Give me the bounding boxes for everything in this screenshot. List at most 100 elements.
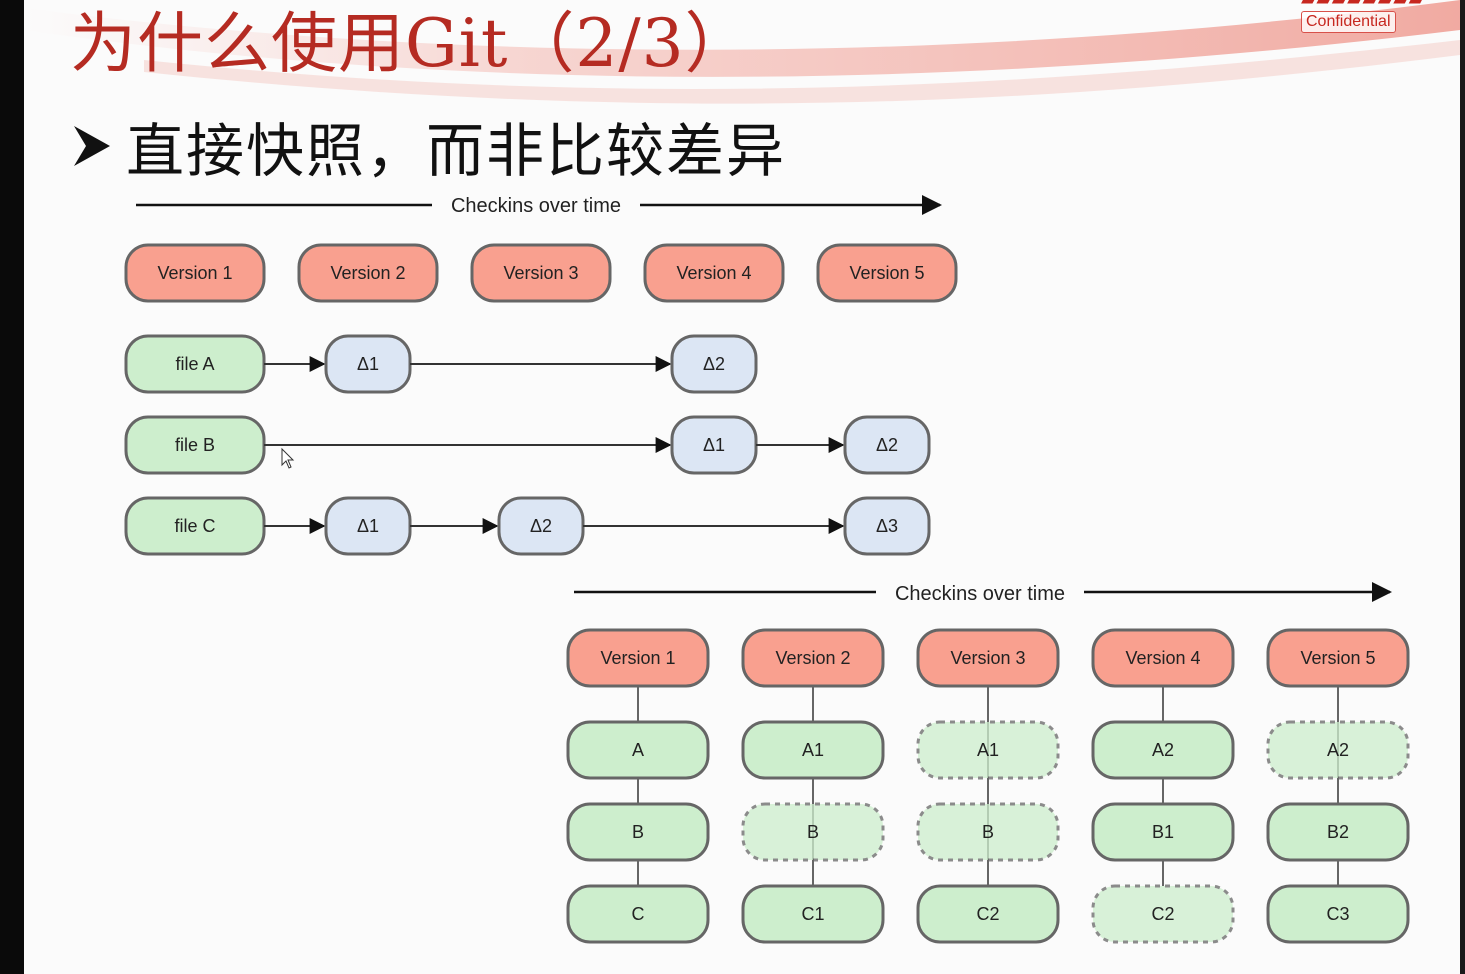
snapshot-file-2-1-shape (741, 720, 885, 780)
arrow-bullet-icon (74, 126, 110, 166)
file-box-2-label: file B (175, 435, 215, 455)
snapshot-version-5-label: Version 5 (1300, 648, 1375, 668)
snapshot-file-2-2: B (741, 802, 885, 862)
delta-diagram: Checkins over time Version 1 Version 2 Ver… (124, 195, 958, 556)
snapshot-version-1-label: Version 1 (600, 648, 675, 668)
snapshot-file-1-3-label: C (632, 904, 645, 924)
snapshot-file-5-3: C3 (1266, 884, 1410, 944)
snapshot-file-1-3: C (566, 884, 710, 944)
snapshot-version-4-shape (1091, 628, 1235, 688)
delta-version-3: Version 3 (470, 243, 612, 303)
snapshot-file-3-1-shape (916, 720, 1060, 780)
timeline-label-2: Checkins over time (895, 583, 1065, 605)
snapshot-file-1-1-label: A (632, 740, 644, 760)
delta-box-2-3: Δ1 (670, 415, 758, 475)
snapshot-version-5-shape (1266, 628, 1410, 688)
right-black-border (1460, 0, 1465, 974)
delta-version-5-shape (816, 243, 958, 303)
mouse-cursor-icon (281, 447, 295, 469)
snapshot-version-3: Version 3 (916, 628, 1060, 688)
delta-version-4-label: Version 4 (676, 263, 751, 283)
delta-version-3-shape (470, 243, 612, 303)
delta-box-3-4-label: Δ3 (876, 516, 898, 536)
snapshot-file-2-2-shape (741, 802, 885, 862)
delta-box-3-1-label: Δ1 (357, 516, 379, 536)
confidential-badge: Confidential (1301, 11, 1396, 33)
snapshot-file-1-1: A (566, 720, 710, 780)
bullet-text: 直接快照，而非比较差异 (126, 117, 787, 185)
left-black-border (0, 0, 24, 974)
snapshot-version-3-shape (916, 628, 1060, 688)
snapshot-version-2-label: Version 2 (775, 648, 850, 668)
snapshot-file-5-3-shape (1266, 884, 1410, 944)
file-box-2: file B (124, 415, 266, 475)
snapshot-file-3-1-label: A1 (977, 740, 999, 760)
file-box-1: file A (124, 334, 266, 394)
delta-version-4-shape (643, 243, 785, 303)
snapshot-file-2-3-label: C1 (801, 904, 824, 924)
snapshot-version-2-shape (741, 628, 885, 688)
snapshot-file-4-1-shape (1091, 720, 1235, 780)
snapshot-file-3-3-shape (916, 884, 1060, 944)
snapshot-version-4-label: Version 4 (1125, 648, 1200, 668)
snapshot-file-3-3: C2 (916, 884, 1060, 944)
snapshot-file-2-3-shape (741, 884, 885, 944)
snapshot-file-3-3-label: C2 (976, 904, 999, 924)
snapshot-version-5: Version 5 (1266, 628, 1410, 688)
snapshot-version-3-label: Version 3 (950, 648, 1025, 668)
snapshot-file-5-1: A2 (1266, 720, 1410, 780)
snapshot-file-1-3-shape (566, 884, 710, 944)
delta-box-1-3-shape (670, 334, 758, 394)
delta-version-1-shape (124, 243, 266, 303)
delta-box-2-4: Δ2 (843, 415, 931, 475)
snapshot-file-1-1-shape (566, 720, 710, 780)
delta-box-1-1-label: Δ1 (357, 354, 379, 374)
delta-box-1-3-label: Δ2 (703, 354, 725, 374)
snapshot-diagram: Checkins over time Version 1 A B C Version 2… (566, 582, 1410, 944)
snapshot-file-4-2-label: B1 (1152, 822, 1174, 842)
delta-box-3-2-label: Δ2 (530, 516, 552, 536)
file-box-3: file C (124, 496, 266, 556)
delta-box-2-4-shape (843, 415, 931, 475)
delta-version-2: Version 2 (297, 243, 439, 303)
timeline-label: Checkins over time (451, 195, 621, 217)
snapshot-file-3-2-shape (916, 802, 1060, 862)
snapshot-version-1: Version 1 (566, 628, 710, 688)
delta-version-2-label: Version 2 (330, 263, 405, 283)
snapshot-file-5-2: B2 (1266, 802, 1410, 862)
file-box-1-label: file A (175, 354, 214, 374)
snapshot-version-1-shape (566, 628, 710, 688)
delta-box-3-4: Δ3 (843, 496, 931, 556)
delta-box-3-4-shape (843, 496, 931, 556)
snapshot-file-4-1-label: A2 (1152, 740, 1174, 760)
snapshot-file-4-2: B1 (1091, 802, 1235, 862)
snapshot-file-1-2-label: B (632, 822, 644, 842)
snapshot-file-1-2-shape (566, 802, 710, 862)
header-swoosh-decoration (24, 0, 1460, 104)
file-box-3-label: file C (174, 516, 215, 536)
snapshot-boxes: Version 1 A B C Version 2 A1B C1 Version 3 A1B C2… (566, 628, 1410, 944)
delta-box-3-1: Δ1 (324, 496, 412, 556)
bullet-item: 直接快照，而非比较差异 (72, 104, 786, 188)
delta-box-1-3: Δ2 (670, 334, 758, 394)
company-logo: ▰▰▰▰▰▰▰▰ (1301, 0, 1424, 10)
snapshot-file-3-1: A1 (916, 720, 1060, 780)
snapshot-file-4-3-shape (1091, 884, 1235, 944)
snapshot-file-3-2: B (916, 802, 1060, 862)
snapshot-file-2-2-label: B (807, 822, 819, 842)
snapshot-file-2-1: A1 (741, 720, 885, 780)
snapshot-file-4-3: C2 (1091, 884, 1235, 944)
delta-box-2-4-label: Δ2 (876, 435, 898, 455)
delta-version-1: Version 1 (124, 243, 266, 303)
snapshot-file-4-2-shape (1091, 802, 1235, 862)
delta-version-3-label: Version 3 (503, 263, 578, 283)
delta-box-1-1: Δ1 (324, 334, 412, 394)
slide-title: 为什么使用Git（2/3） (70, 5, 752, 82)
snapshot-file-1-2: B (566, 802, 710, 862)
slide: ▰▰▰▰▰▰▰▰ Confidential 为什么使用Git（2/3） 直接快照… (24, 0, 1460, 974)
snapshot-version-4: Version 4 (1091, 628, 1235, 688)
delta-version-2-shape (297, 243, 439, 303)
snapshot-file-5-2-label: B2 (1327, 822, 1349, 842)
